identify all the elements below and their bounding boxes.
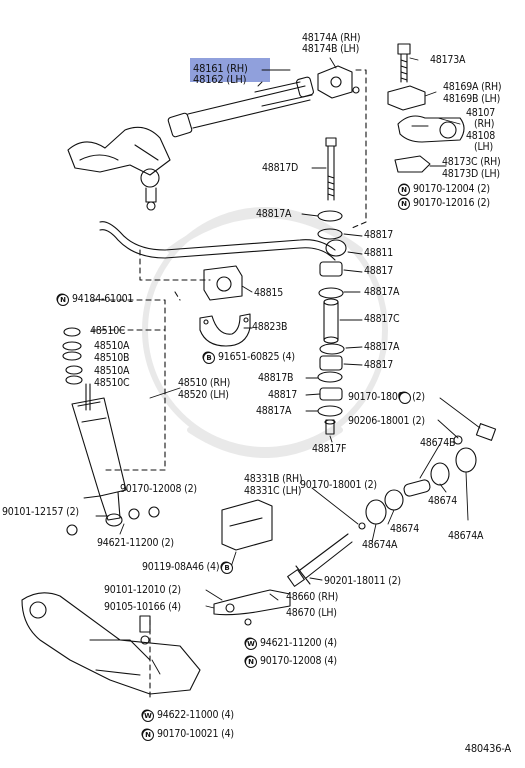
label-90170-12008-a[interactable]: 90170-12008 (2): [120, 483, 197, 495]
label-94184-61001[interactable]: 94184-61001: [72, 293, 134, 305]
label-90206-18001[interactable]: 90206-18001 (2): [348, 415, 425, 427]
nut-symbol-icon: N: [398, 198, 410, 210]
nut-n-90170-12008: [148, 506, 160, 518]
nut-symbol-icon: N: [57, 294, 69, 306]
watermark: [142, 207, 388, 458]
label-48817-2[interactable]: 48817: [364, 265, 394, 277]
label-48174a[interactable]: 48174A (RH): [302, 32, 361, 44]
bolt-48173a: [397, 43, 411, 83]
label-48674a-2[interactable]: 48674A: [448, 530, 484, 542]
label-48510a-2[interactable]: 48510A: [94, 365, 130, 377]
torsion-arm-48107: [397, 115, 465, 143]
label-48817f[interactable]: 48817F: [312, 443, 347, 455]
label-90105-10166[interactable]: 90105-10166 (4): [104, 601, 181, 613]
selected-part-highlight[interactable]: [190, 58, 270, 82]
label-94622-11000[interactable]: 94622-11000 (4): [157, 709, 234, 721]
label-48674-1[interactable]: 48674: [428, 495, 458, 507]
label-94621-11200-b[interactable]: 94621-11200 (4): [260, 637, 337, 649]
label-48510[interactable]: 48510 (RH): [178, 377, 231, 389]
label-94621-11200-a[interactable]: 94621-11200 (2): [97, 537, 174, 549]
label-48510b[interactable]: 48510B: [94, 352, 130, 364]
nut-symbol-icon: N: [398, 184, 410, 196]
label-48674-2[interactable]: 48674: [390, 523, 420, 535]
label-48107[interactable]: 48107: [466, 107, 496, 119]
washer-symbol-icon: W: [245, 638, 257, 650]
label-90101-12157[interactable]: 90101-12157 (2): [2, 506, 79, 518]
label-48817a-1[interactable]: 48817A: [256, 208, 292, 220]
link-rod-48660: [213, 533, 353, 626]
label-90101-12010[interactable]: 90101-12010 (2): [104, 584, 181, 596]
dashed-guides: [91, 69, 367, 701]
label-48161[interactable]: 48161 (RH): [193, 62, 248, 75]
label-48817b[interactable]: 48817B: [258, 372, 294, 384]
label-48331c[interactable]: 48331C (LH): [244, 485, 302, 497]
label-48817c[interactable]: 48817C: [364, 313, 400, 325]
upper-arm: [67, 126, 171, 211]
label-48817-3[interactable]: 48817: [364, 359, 394, 371]
label-90170-12016[interactable]: 90170-12016 (2): [413, 197, 490, 209]
label-48107-rh: (RH): [474, 118, 495, 130]
nut-symbol-icon: N: [245, 656, 257, 668]
bracket-48174a: [317, 65, 360, 99]
bolt-48817d: [325, 137, 337, 201]
label-48670[interactable]: 48670 (LH): [286, 607, 337, 619]
bolt-symbol-icon: B: [203, 352, 215, 364]
label-90170-12008-b[interactable]: 90170-12008 (4): [260, 655, 337, 667]
label-48660[interactable]: 48660 (RH): [286, 591, 339, 603]
leader-lines: [83, 57, 481, 675]
nut-symbol-icon: [399, 392, 411, 404]
label-90170-10021[interactable]: 90170-10021 (4): [157, 728, 234, 740]
label-48811[interactable]: 48811: [364, 247, 394, 259]
label-48817-1[interactable]: 48817: [364, 229, 394, 241]
label-48174b[interactable]: 48174B (LH): [302, 43, 360, 55]
label-48520[interactable]: 48520 (LH): [178, 389, 229, 401]
label-91651-60825[interactable]: 91651-60825 (4): [218, 351, 295, 363]
label-48108-lh: (LH): [474, 141, 493, 153]
label-48169b[interactable]: 48169B (LH): [443, 93, 501, 105]
washer-w-94621: [128, 508, 140, 520]
label-90170-18001-b[interactable]: 90170-18001 (2): [300, 479, 377, 491]
label-48674b[interactable]: 48674B: [420, 437, 456, 449]
axle-shaft-48161: [167, 76, 314, 138]
label-48823b[interactable]: 48823B: [252, 321, 288, 333]
label-48817-4[interactable]: 48817: [268, 389, 298, 401]
pad-48173c: [394, 155, 431, 173]
label-48817a-3[interactable]: 48817A: [364, 341, 400, 353]
label-48510c[interactable]: 48510C: [90, 325, 126, 337]
label-48817a-4[interactable]: 48817A: [256, 405, 292, 417]
bushing-48815: [203, 265, 243, 301]
label-48674a-1[interactable]: 48674A: [362, 539, 398, 551]
nut-symbol-icon: N: [142, 729, 154, 741]
label-48815[interactable]: 48815: [254, 287, 284, 299]
label-90170-12004[interactable]: 90170-12004 (2): [413, 183, 490, 195]
shock-absorber-48510: [62, 327, 127, 527]
label-48173d[interactable]: 48173D (LH): [442, 168, 500, 180]
bolt-symbol-icon: B: [221, 562, 233, 574]
label-48162[interactable]: 48162 (LH): [193, 73, 247, 86]
label-48331b[interactable]: 48331B (RH): [244, 473, 303, 485]
bracket-48823b: [199, 313, 251, 347]
link-stack: [317, 210, 345, 435]
label-90201-18011[interactable]: 90201-18011 (2): [324, 575, 401, 587]
label-48173c[interactable]: 48173C (RH): [442, 156, 501, 168]
label-48108[interactable]: 48108: [466, 130, 496, 142]
label-90170-18001-a[interactable]: 90170-18001 (2): [348, 391, 425, 403]
label-48817a-2[interactable]: 48817A: [364, 286, 400, 298]
label-48510c-2[interactable]: 48510C: [94, 377, 130, 389]
washer-symbol-icon: W: [142, 710, 154, 722]
diagram-code: 480436-A: [464, 742, 511, 755]
label-48169a[interactable]: 48169A (RH): [443, 81, 502, 93]
stabilizer-bar-48811: [99, 221, 347, 261]
label-48173a[interactable]: 48173A: [430, 54, 466, 66]
spacer-48169a: [387, 85, 426, 111]
bolt-b-90101-12157: [66, 524, 78, 536]
lower-arm: [21, 592, 201, 695]
label-90119-08a46[interactable]: 90119-08A46 (4): [142, 561, 220, 573]
bracket-48331b: [220, 499, 273, 573]
label-48510a-1[interactable]: 48510A: [94, 340, 130, 352]
label-48817d[interactable]: 48817D: [262, 162, 299, 174]
